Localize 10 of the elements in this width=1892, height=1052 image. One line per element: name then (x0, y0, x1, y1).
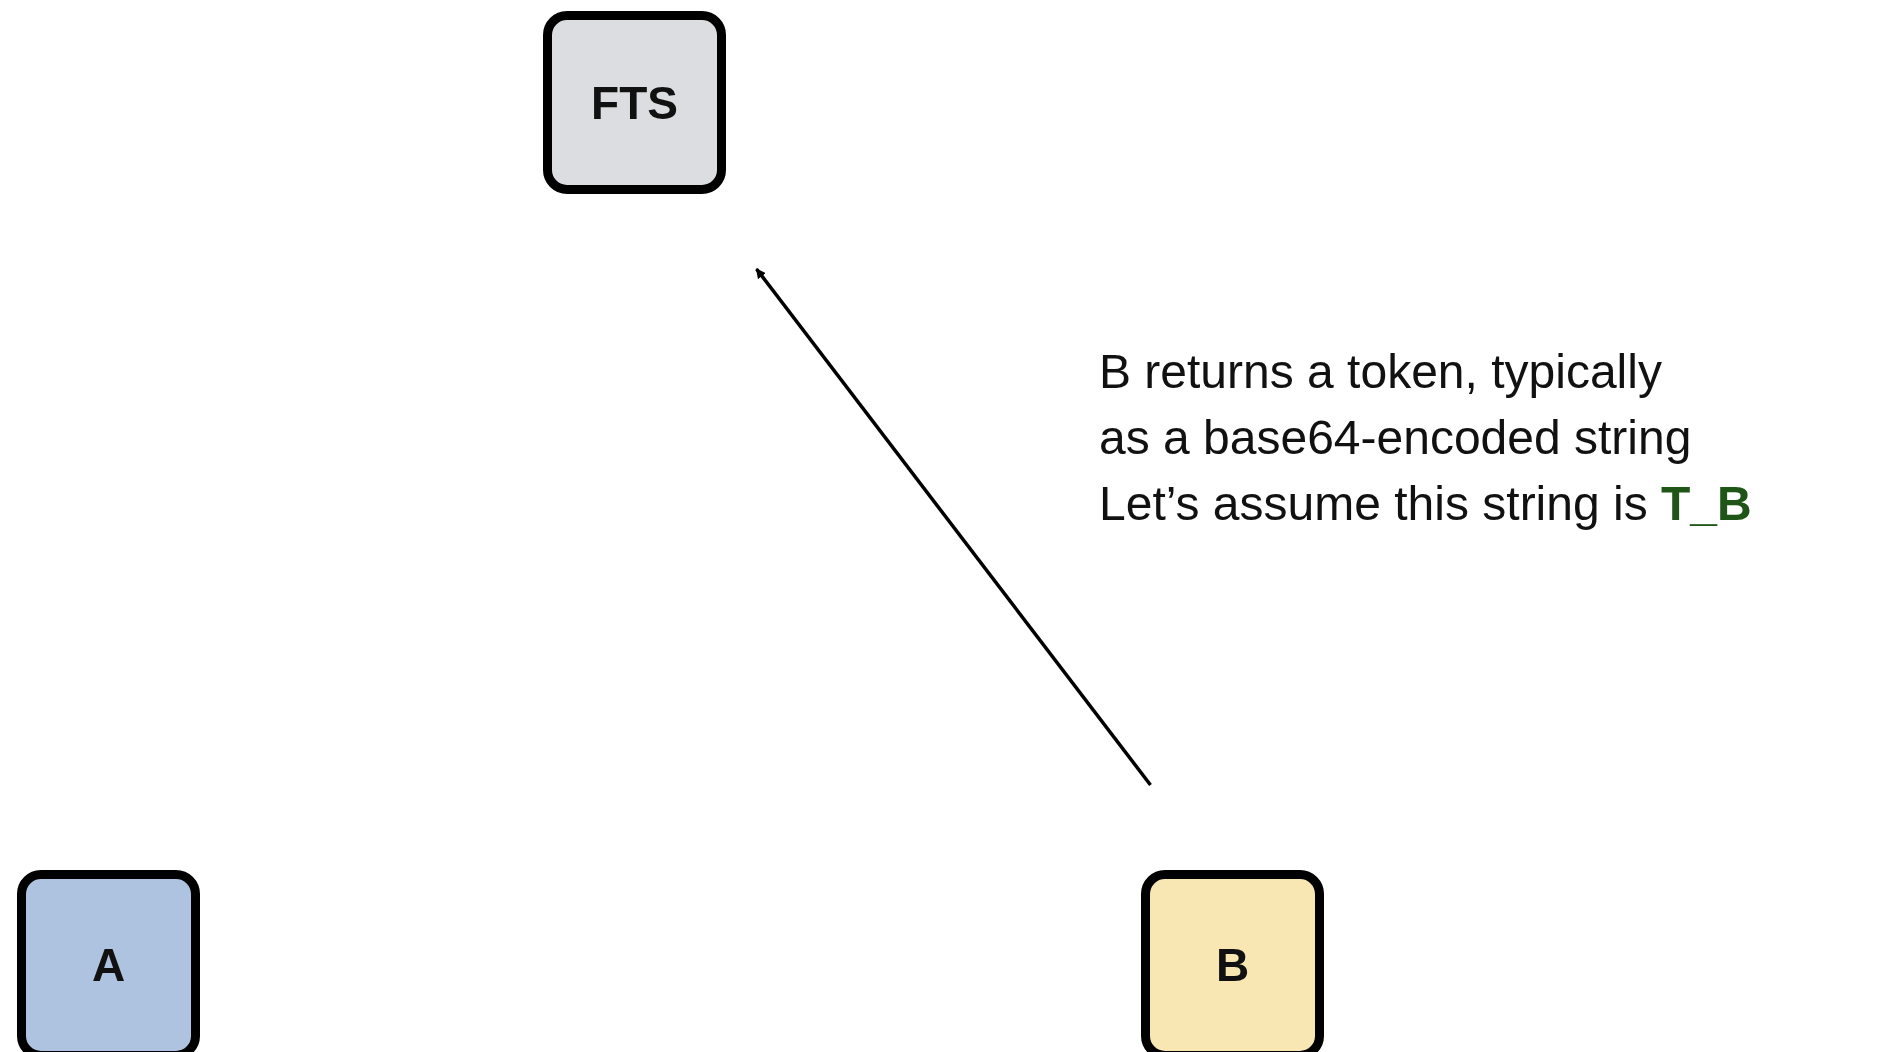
arrow (755, 267, 1152, 787)
node-label: A (91, 938, 126, 992)
annotation-text: as a base64-encoded string (1099, 410, 1692, 465)
annotation-text: Let’s assume this string is T_B (1099, 476, 1752, 531)
annotation-text: B returns a token, typically (1099, 344, 1662, 399)
process-box (1141, 870, 1324, 1052)
process-box (17, 870, 200, 1052)
node-label: B (1215, 938, 1250, 992)
node-label: FTS (591, 75, 678, 130)
process-box (543, 11, 726, 194)
